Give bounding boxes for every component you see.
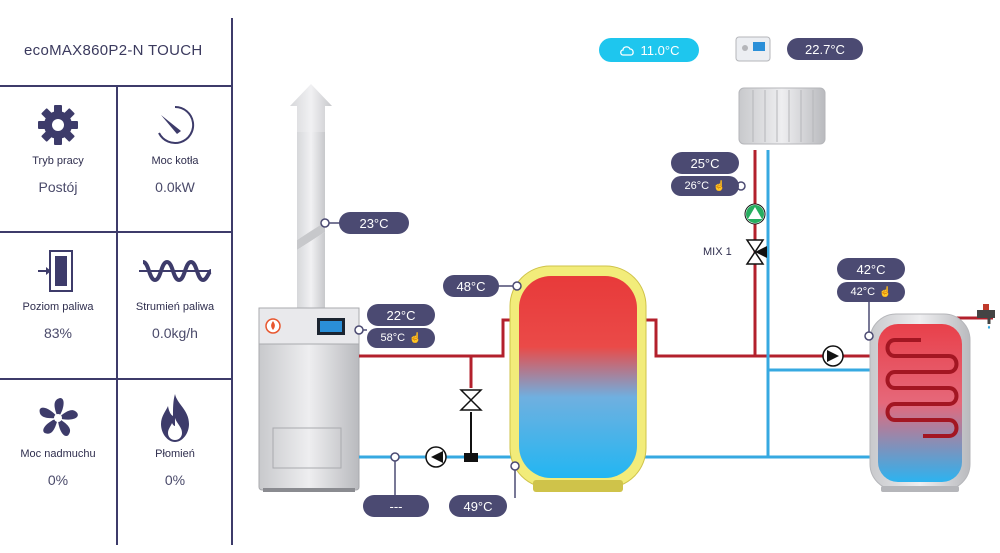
buffer-top-temperature-value: 48°C xyxy=(456,278,486,294)
mixer-temperature-value: 25°C xyxy=(690,155,720,171)
dhw-pump xyxy=(822,345,844,367)
tile-value: Postój xyxy=(38,179,78,195)
tile-label: Moc kotła xyxy=(151,155,199,167)
outdoor-temperature-value: 11.0°C xyxy=(640,42,680,58)
tile-fuel-flow[interactable]: Strumień paliwa 0.0kg/h xyxy=(117,233,233,379)
tile-operation-mode[interactable]: Tryb pracy Postój xyxy=(0,87,116,233)
mixer-temperature-pill[interactable]: 25°C xyxy=(671,152,739,174)
heating-diagram: 11.0°C 22.7°C 23°C 22°C 58°C ☝ 48°C 49°C… xyxy=(233,0,1000,553)
tile-label: Tryb pracy xyxy=(32,155,84,167)
device-title: ecoMAX860P2-N TOUCH xyxy=(24,42,203,59)
fuel-level-icon xyxy=(0,247,116,295)
buffer-bottom-temperature-pill[interactable]: 49°C xyxy=(449,495,507,517)
tile-boiler-power[interactable]: Moc kotła 0.0kW xyxy=(117,87,233,233)
status-panel: ecoMAX860P2-N TOUCH Tryb pr xyxy=(0,0,233,553)
dhw-setpoint-pill[interactable]: 42°C ☝ xyxy=(837,282,905,302)
room-temperature-value: 22.7°C xyxy=(805,41,845,57)
mixer-label: MIX 1 xyxy=(703,246,732,258)
dhw-tank xyxy=(869,313,971,492)
dhw-temperature-value: 42°C xyxy=(856,261,886,277)
auger-icon xyxy=(117,247,233,295)
buffer-tank xyxy=(509,265,647,492)
flue-temperature-value: 23°C xyxy=(359,215,389,231)
tile-value: 0% xyxy=(47,472,69,488)
cloud-icon xyxy=(619,46,634,56)
boiler-setpoint-value: 58°C xyxy=(380,332,406,344)
hand-icon: ☝ xyxy=(409,332,422,344)
schematic xyxy=(258,36,995,498)
outdoor-temperature-badge[interactable]: 11.0°C xyxy=(599,38,699,62)
panel-divider xyxy=(231,18,233,545)
gauge-icon xyxy=(117,101,233,149)
mixer-setpoint-value: 26°C xyxy=(684,180,710,192)
tap xyxy=(977,304,995,329)
boiler-temperature-value: 22°C xyxy=(386,307,416,323)
return-pump xyxy=(425,446,447,468)
tile-value: 0.0kW xyxy=(155,179,195,195)
room-thermostat xyxy=(735,36,771,62)
return-temperature-value: --- xyxy=(389,498,403,514)
buffer-bottom-temperature-value: 49°C xyxy=(463,498,493,514)
gear-icon xyxy=(0,101,116,149)
mixing-valve xyxy=(745,239,767,265)
radiator xyxy=(738,87,826,145)
dhw-temperature-pill[interactable]: 42°C xyxy=(837,258,905,280)
tile-label: Poziom paliwa xyxy=(22,301,94,313)
buffer-top-temperature-pill[interactable]: 48°C xyxy=(443,275,499,297)
boiler xyxy=(258,307,360,492)
fan-icon xyxy=(0,394,116,442)
bypass-valve xyxy=(459,389,483,411)
tile-label: Płomień xyxy=(155,448,195,460)
boiler-setpoint-pill[interactable]: 58°C ☝ xyxy=(367,328,435,348)
tile-label: Moc nadmuchu xyxy=(20,448,96,460)
mixer-setpoint-pill[interactable]: 26°C ☝ xyxy=(671,176,739,196)
hand-icon: ☝ xyxy=(713,180,726,192)
tee-fitting xyxy=(464,453,478,462)
tile-flame[interactable]: Płomień 0% xyxy=(117,380,233,526)
boiler-temperature-pill[interactable]: 22°C xyxy=(367,304,435,326)
tile-label: Strumień paliwa xyxy=(135,301,215,313)
return-temperature-pill[interactable]: --- xyxy=(363,495,429,517)
chimney xyxy=(290,84,332,308)
tile-value: 83% xyxy=(43,325,73,341)
room-temperature-pill[interactable]: 22.7°C xyxy=(787,38,863,60)
hand-icon: ☝ xyxy=(879,286,892,298)
sensor-connectors xyxy=(320,181,874,498)
tile-fan-power[interactable]: Moc nadmuchu 0% xyxy=(0,380,116,526)
tile-value: 0.0kg/h xyxy=(152,325,198,341)
tile-value: 0% xyxy=(164,472,186,488)
tile-fuel-level[interactable]: Poziom paliwa 83% xyxy=(0,233,116,379)
flue-temperature-pill[interactable]: 23°C xyxy=(339,212,409,234)
dhw-setpoint-value: 42°C xyxy=(850,286,876,298)
flame-icon xyxy=(117,394,233,442)
mixer-pump xyxy=(744,203,766,225)
column-divider xyxy=(116,85,118,545)
